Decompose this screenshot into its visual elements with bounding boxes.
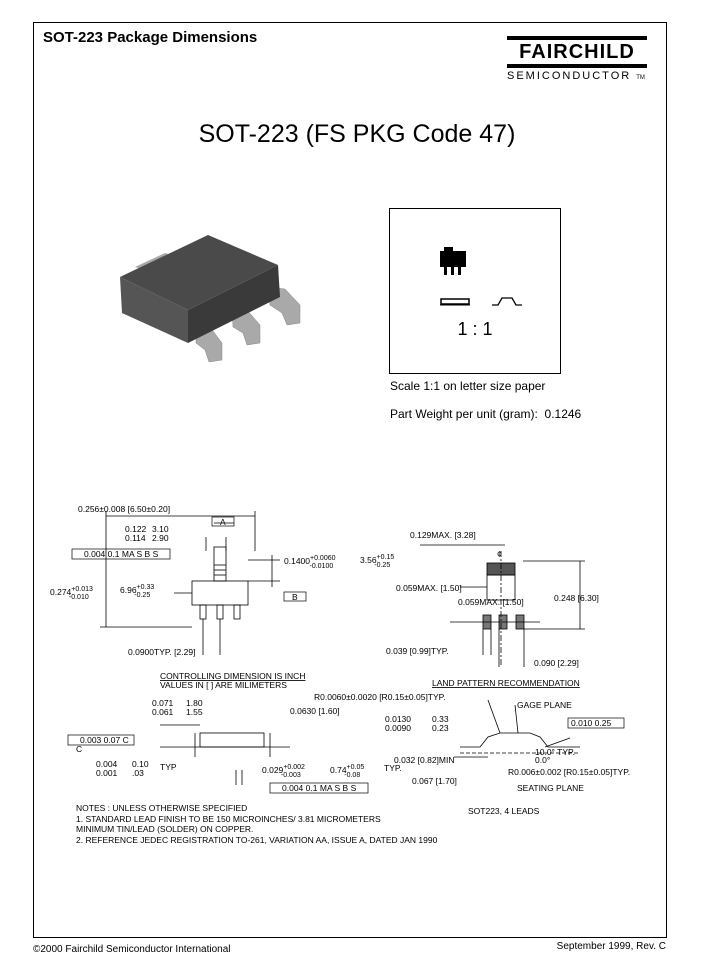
body-right <box>188 265 280 343</box>
dim-d13ma: 1.80 <box>186 698 203 708</box>
controlling-dimension: CONTROLLING DIMENSION IS INCH <box>160 671 305 681</box>
body-front <box>120 277 188 343</box>
scale-caption: Scale 1:1 on letter size paper <box>390 379 546 393</box>
top-view-tab <box>213 546 227 582</box>
logo-sub-text: SEMICONDUCTOR <box>507 70 632 82</box>
logo-bar-bottom <box>507 64 647 68</box>
dim-d5: 0.0900TYP. [2.29] <box>128 647 195 657</box>
weight-value: 0.1246 <box>544 407 582 421</box>
revision-date: September 1999, Rev. C <box>556 941 666 952</box>
logo-tm: TM <box>636 75 645 81</box>
top-view-lead2 <box>216 604 224 620</box>
notes-block: NOTES : UNLESS OTHERWISE SPECIFIED 1. ST… <box>76 803 437 845</box>
dim-d9: 0.248 [6.30] <box>554 593 599 603</box>
angle-typ: 10.0° TYP. <box>535 747 575 757</box>
dim-d11: 0.090 [2.29] <box>534 658 579 668</box>
fcf4: 0.004 0.1 MA S B S <box>282 783 357 793</box>
dim-d4m: 6.96+0.33-0.25 <box>120 584 154 599</box>
fcf3: 0.010 0.25 <box>571 718 611 728</box>
note-1: 1. STANDARD LEAD FINISH TO BE 150 MICROI… <box>76 813 381 824</box>
dim-d15a: 0.0130 <box>385 714 411 724</box>
section-title: SOT-223 Package Dimensions <box>43 29 258 46</box>
scale-side-view <box>492 297 522 306</box>
dim-d13a: 0.071 <box>152 698 174 708</box>
dim-d16ma: 0.10 <box>132 759 149 769</box>
dim-d13mb: 1.55 <box>186 707 203 717</box>
dim-d17: 0.029+0.002-0.003 <box>262 764 305 779</box>
dim-d3m: 3.56+0.15-0.25 <box>360 554 394 569</box>
logo-sub: SEMICONDUCTOR TM <box>507 70 647 82</box>
dim-d16a: 0.004 <box>96 759 118 769</box>
scale-ratio: 1 : 1 <box>457 319 493 339</box>
logo-bar-top <box>507 36 647 40</box>
weight-label: Part Weight per unit (gram): <box>390 407 538 421</box>
values-mm-note: VALUES IN [ ] ARE MILIMETERS <box>160 680 287 690</box>
top-view-lead3 <box>233 604 241 620</box>
datum-c: C <box>76 744 82 754</box>
dim-d7: 0.059MAX. [1.50] <box>396 583 462 593</box>
logo-name: FAIRCHILD <box>519 41 635 63</box>
dim-d16mb: .03 <box>132 768 144 778</box>
dim-d2b: 0.114 <box>125 533 146 543</box>
datum-b: B <box>292 592 298 602</box>
scale-front-view <box>440 298 470 306</box>
dim-d8: 0.059MAX. [1.50] <box>458 597 524 607</box>
dim-d14: 0.0630 [1.60] <box>290 706 340 716</box>
page-frame <box>33 22 667 938</box>
dim-d1: 0.256±0.008 [6.50±0.20] <box>78 504 170 514</box>
scale-top-view <box>440 247 466 275</box>
fairchild-logo: FAIRCHILD SEMICONDUCTOR TM <box>507 36 647 82</box>
dim-d19: 0.067 [1.70] <box>412 776 457 786</box>
detail-lead-profile <box>460 732 580 748</box>
dim-d10: 0.039 [0.99]TYP. <box>386 646 449 656</box>
part-weight: Part Weight per unit (gram): 0.1246 <box>390 407 581 421</box>
top-view-lead1 <box>199 604 207 620</box>
seating-plane-label: SEATING PLANE <box>517 783 584 793</box>
dim-d16s: TYP <box>160 762 177 772</box>
note-2: 2. REFERENCE JEDEC REGISTRATION TO-261, … <box>76 834 438 845</box>
land-pattern-title: LAND PATTERN RECOMMENDATION <box>432 678 580 688</box>
fcf1: 0.004 0.1 MA S B S <box>84 549 159 559</box>
body-top <box>120 235 278 310</box>
dim-d15mb: 0.23 <box>432 723 449 733</box>
datum-a: A <box>220 517 226 527</box>
dim-d13b: 0.061 <box>152 707 174 717</box>
dim-d2mb: 2.90 <box>152 533 169 543</box>
angle-min: 0.0° <box>535 755 550 765</box>
scale-box: 1 : 1 <box>389 208 561 374</box>
dim-d15ma: 0.33 <box>432 714 449 724</box>
copyright: ©2000 Fairchild Semiconductor Internatio… <box>33 944 231 955</box>
dim-d20: R0.006±0.002 [R0.15±0.05]TYP. <box>508 767 630 777</box>
dim-d12: R0.0060±0.0020 [R0.15±0.05]TYP. <box>314 692 446 702</box>
package-3d-image <box>120 235 301 363</box>
dim-d16b: 0.001 <box>96 768 118 778</box>
note-1b: MINIMUM TIN/LEAD (SOLDER) ON COPPER. <box>76 824 254 834</box>
dim-d18: 0.032 [0.82]MIN <box>394 755 455 765</box>
top-view-body <box>191 580 249 606</box>
dim-d17m: 0.74+0.05-0.08 <box>330 764 364 779</box>
dim-d17s: TYP. <box>384 763 402 773</box>
dim-d4: 0.274+0.013-0.010 <box>50 586 93 601</box>
centerline-mark: ¢ <box>497 549 502 559</box>
note-header: NOTES : UNLESS OTHERWISE SPECIFIED <box>76 803 248 813</box>
dim-d2ma: 3.10 <box>152 524 169 534</box>
side-profile-body <box>199 732 265 748</box>
dim-d3: 0.1400+0.0060-0.0100 <box>284 555 336 570</box>
dim-d6: 0.129MAX. [3.28] <box>410 530 476 540</box>
package-label: SOT223, 4 LEADS <box>468 806 540 816</box>
dim-d15b: 0.0090 <box>385 723 411 733</box>
technical-drawing: 0.256±0.008 [6.50±0.20] 0.122 0.114 3.10… <box>50 504 630 794</box>
gage-plane-label: GAGE PLANE <box>517 700 572 710</box>
fcf2: 0.003 0.07 C <box>80 735 129 745</box>
dim-d2a: 0.122 <box>125 524 147 534</box>
main-title: SOT-223 (FS PKG Code 47) <box>198 120 516 148</box>
